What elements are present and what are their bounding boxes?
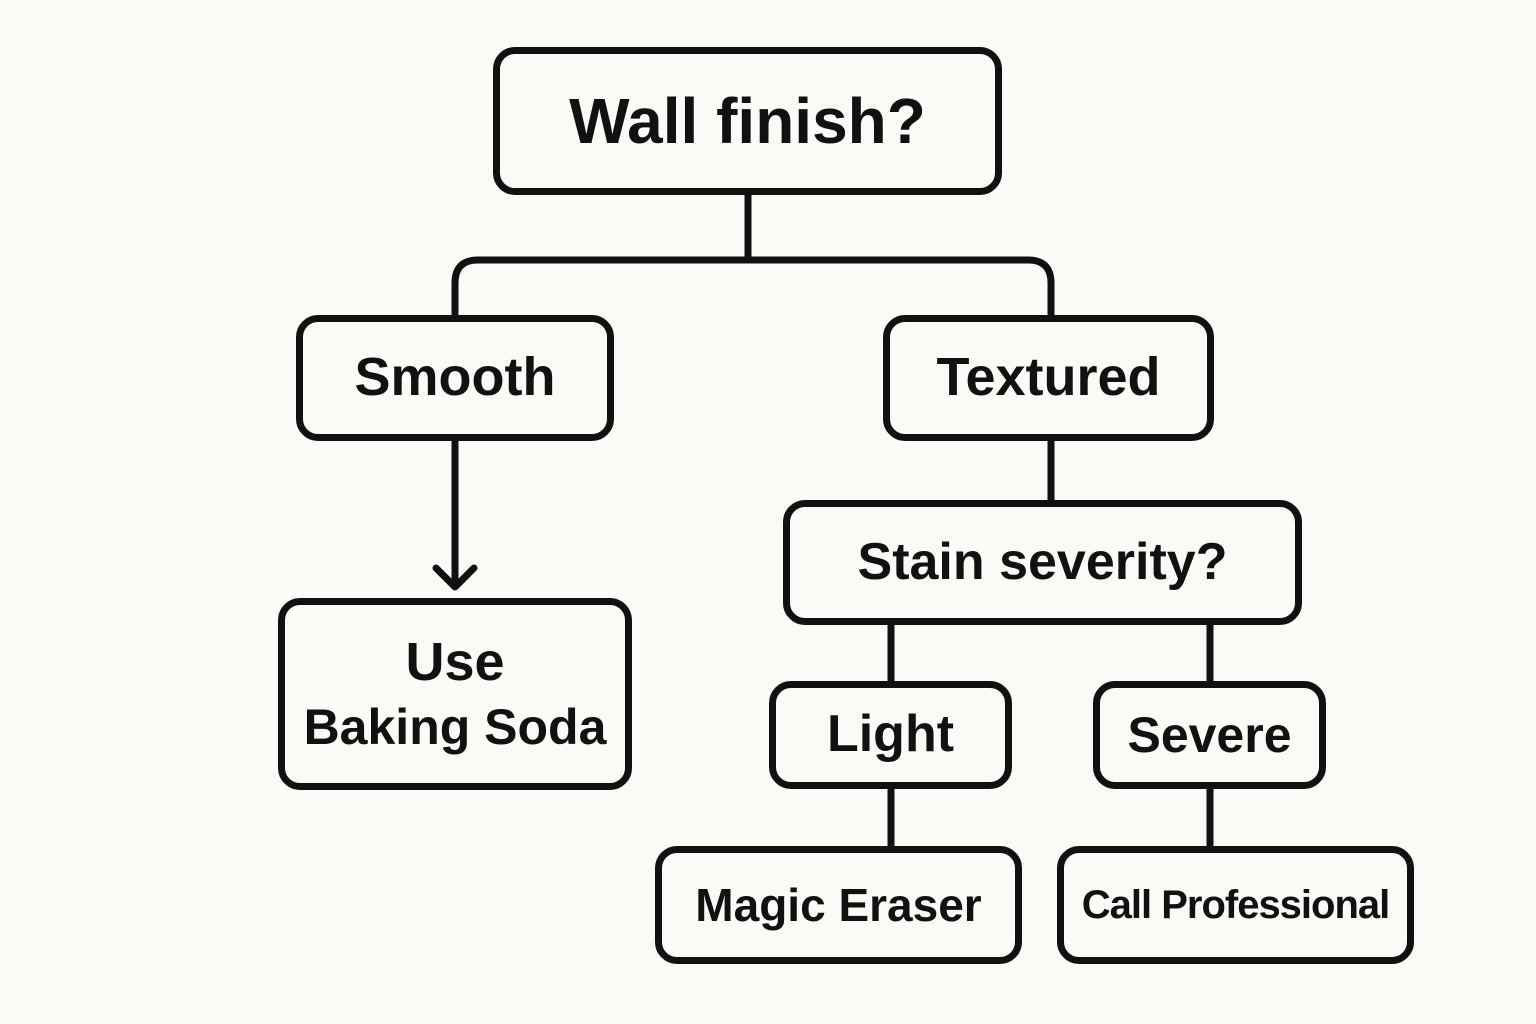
node-light: Light [769,681,1012,789]
node-label: Wall finish? [569,84,926,157]
node-use-baking-soda: Use Baking Soda [278,598,632,790]
node-label: Magic Eraser [695,878,982,931]
node-label: Severe [1127,706,1292,763]
node-magic-eraser: Magic Eraser [655,846,1022,964]
node-stain-severity: Stain severity? [783,500,1302,625]
edge-root-textured [744,256,1055,322]
node-wall-finish: Wall finish? [493,47,1002,195]
node-label: Stain severity? [857,532,1228,591]
node-smooth: Smooth [296,315,614,441]
node-call-professional: Call Professional [1057,846,1414,964]
node-label: Textured [936,347,1161,408]
node-severe: Severe [1093,681,1326,789]
node-label: Smooth [354,347,556,408]
node-label-line2: Baking Soda [303,699,607,756]
node-label: Call Professional [1081,883,1391,927]
edge-root-smooth [451,256,752,322]
node-label: Light [826,705,955,764]
node-label-line1: Use [405,631,505,692]
arrowhead-icon [432,564,478,591]
node-textured: Textured [883,315,1214,441]
